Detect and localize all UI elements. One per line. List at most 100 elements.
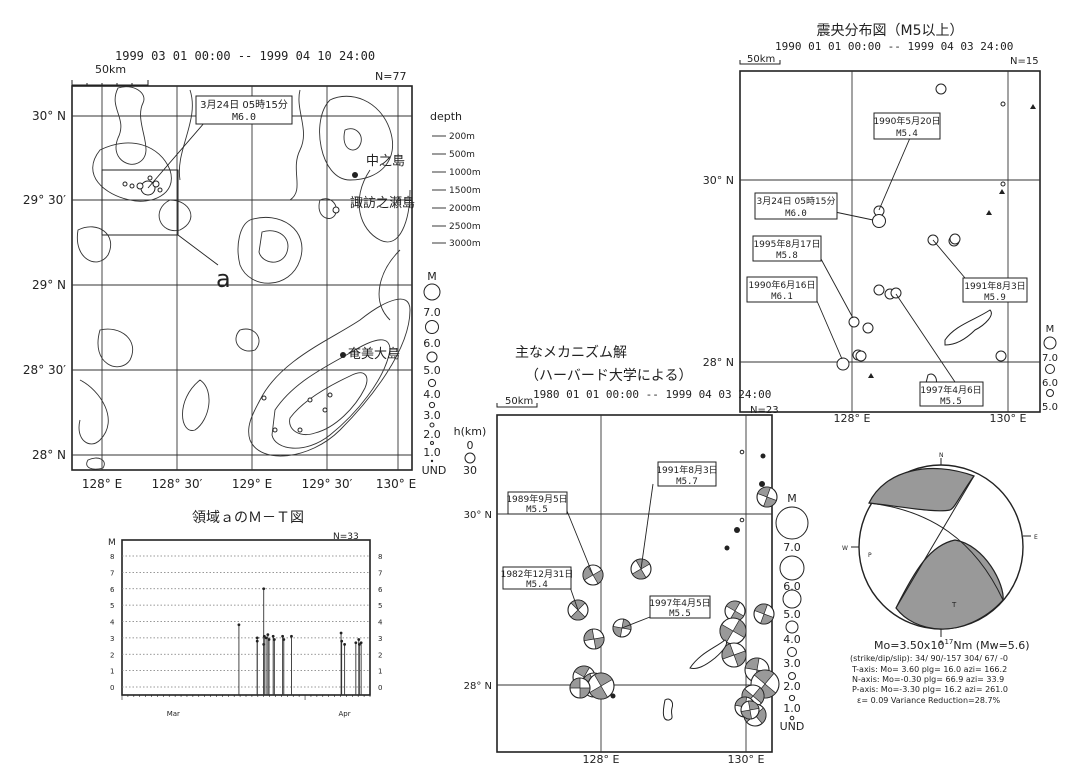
x-tick-label: Apr xyxy=(339,710,351,718)
svg-text:2000m: 2000m xyxy=(449,204,481,214)
svg-text:29° N: 29° N xyxy=(32,278,66,292)
island-label-nakanoshima: 中之島 xyxy=(366,154,405,169)
mechanism-beachball-symbol xyxy=(583,628,605,650)
event-point xyxy=(267,638,271,641)
svg-text:29° 30′: 29° 30′ xyxy=(23,193,66,207)
y-tick-label-right: 5 xyxy=(378,602,382,610)
svg-text:128° 30′: 128° 30′ xyxy=(152,477,203,491)
left-map-lon-labels: 128° E 128° 30′ 129° E 129° 30′ 130° E xyxy=(82,477,416,491)
svg-text:T-axis: Mo= 3.60 plg= 16.0: T-axis: Mo= 3.60 plg= 16.0 azi= 166.2 xyxy=(851,665,1007,674)
scale-bar xyxy=(71,80,149,86)
svg-text:M: M xyxy=(1046,324,1055,335)
event-point xyxy=(359,641,363,645)
svg-text:7.0: 7.0 xyxy=(1042,353,1058,364)
event-point xyxy=(237,623,241,627)
scale-bar xyxy=(496,403,538,408)
amami-coastline xyxy=(944,309,992,346)
y-tick-label-left: 7 xyxy=(110,569,114,577)
svg-text:6.0: 6.0 xyxy=(1042,378,1058,389)
svg-text:M5.4: M5.4 xyxy=(526,580,548,590)
event-point xyxy=(272,638,276,641)
y-tick-label-left: 6 xyxy=(110,586,115,594)
svg-text:1991年8月3日: 1991年8月3日 xyxy=(964,280,1025,292)
direction-s: S xyxy=(939,640,943,647)
mechanism-beachball-symbol xyxy=(587,672,615,700)
svg-text:200m: 200m xyxy=(449,132,475,142)
left-map-frame xyxy=(71,85,413,471)
svg-text:0: 0 xyxy=(467,439,474,452)
lon-label: 130° E xyxy=(728,753,765,763)
svg-text:2.0: 2.0 xyxy=(783,680,801,693)
y-tick-label-right: 6 xyxy=(378,586,383,594)
svg-text:M6.1: M6.1 xyxy=(771,292,793,302)
svg-text:5.0: 5.0 xyxy=(1042,402,1058,413)
left-map-grid xyxy=(72,86,412,470)
compression-quadrant-south xyxy=(895,539,1004,630)
svg-text:M5.4: M5.4 xyxy=(896,129,918,139)
svg-text:4.0: 4.0 xyxy=(783,633,801,646)
annotation-magnitude: M6.0 xyxy=(232,112,256,123)
svg-text:1.0: 1.0 xyxy=(423,446,441,459)
y-tick-label-right: 3 xyxy=(378,635,382,643)
lat-label: 28° N xyxy=(464,681,492,692)
svg-text:M5.7: M5.7 xyxy=(676,477,698,487)
svg-text:1990年6月16日: 1990年6月16日 xyxy=(748,279,815,291)
y-tick-label-left: 0 xyxy=(110,684,114,692)
island-label-suwanosejima: 諏訪之瀬島 xyxy=(350,195,415,211)
svg-text:1.0: 1.0 xyxy=(783,702,801,715)
mechanism-map-title: 主なメカニズム解 xyxy=(515,345,627,361)
annotation-date: 3月24日 05時15分 xyxy=(200,99,288,111)
mechanism-map-frame xyxy=(496,414,773,753)
svg-text:1982年12月31日: 1982年12月31日 xyxy=(501,568,574,580)
right-map-count: N=15 xyxy=(1010,56,1039,67)
right-epicenter-map: 震央分布図（M5以上） 1990 01 01 00:00 -- 1999 04 … xyxy=(703,23,1058,425)
lon-label: 128° E xyxy=(834,412,871,425)
event-point xyxy=(339,631,343,635)
svg-text:3月24日 05時15分: 3月24日 05時15分 xyxy=(757,196,836,207)
svg-text:1989年9月5日: 1989年9月5日 xyxy=(506,493,567,505)
lat-label: 30° N xyxy=(464,510,492,521)
svg-text:2500m: 2500m xyxy=(449,222,481,232)
svg-text:UND: UND xyxy=(780,720,805,733)
event-point xyxy=(357,643,361,646)
svg-text:1991年8月3日: 1991年8月3日 xyxy=(656,464,717,476)
event-point xyxy=(266,633,270,636)
lon-label: 130° E xyxy=(990,412,1027,425)
y-tick-label-right: 4 xyxy=(378,619,383,627)
svg-text:28° 30′: 28° 30′ xyxy=(23,363,66,377)
left-map-period: 1999 03 01 00:00 -- 1999 04 10 24:00 xyxy=(115,49,375,63)
svg-text:M5.5: M5.5 xyxy=(669,609,691,619)
event-point xyxy=(264,636,268,640)
direction-n: N xyxy=(939,452,944,459)
svg-text:3.0: 3.0 xyxy=(783,657,801,670)
svg-text:500m: 500m xyxy=(449,150,475,160)
svg-text:30° N: 30° N xyxy=(32,109,66,123)
depth-legend: depth 200m 500m 1000m 1500m 2000m 2500m … xyxy=(430,110,481,249)
mt-chart-ylabel: M xyxy=(108,538,116,548)
right-map-annotations: 1990年5月20日 M5.4 3月24日 05時15分 M6.0 1995年8… xyxy=(746,112,1028,407)
mechanism-map-subtitle: （ハーバード大学による） xyxy=(525,368,692,384)
svg-text:M5.5: M5.5 xyxy=(940,397,962,407)
right-map-title: 震央分布図（M5以上） xyxy=(817,23,964,39)
event-point xyxy=(262,587,266,591)
magnitude-legend: M 7.0 6.0 5.0 4.0 3.0 2.0 1.0 UND xyxy=(422,270,447,477)
left-map-events xyxy=(122,172,358,433)
svg-text:5.0: 5.0 xyxy=(783,608,801,621)
mechanism-beachball-symbol xyxy=(569,677,591,699)
mt-chart-title: 領域ａのＭ－Ｔ図 xyxy=(192,509,304,526)
svg-text:(strike/dip/slip): 34/ 90/-: (strike/dip/slip): 34/ 90/-157 304/ 67/ … xyxy=(850,654,1008,663)
mechanism-beachball-symbol xyxy=(740,700,760,720)
right-map-mag-legend: M 7.0 6.0 5.0 xyxy=(1042,324,1058,413)
left-map-lat-labels: 30° N 29° 30′ 29° N 28° 30′ 28° N xyxy=(23,109,66,462)
mt-chart-count: N=33 xyxy=(333,532,359,542)
svg-text:h(km): h(km) xyxy=(454,425,487,438)
mechanism-beachball-symbol xyxy=(719,617,747,645)
svg-text:1997年4月5日: 1997年4月5日 xyxy=(649,597,710,609)
event-point xyxy=(340,639,344,643)
svg-text:129° 30′: 129° 30′ xyxy=(302,477,353,491)
left-map-annotation xyxy=(195,95,293,125)
y-tick-label-right: 1 xyxy=(378,668,382,676)
svg-text:5.0: 5.0 xyxy=(423,364,441,377)
y-tick-label-left: 5 xyxy=(110,602,114,610)
region-a-label: a xyxy=(216,265,231,293)
